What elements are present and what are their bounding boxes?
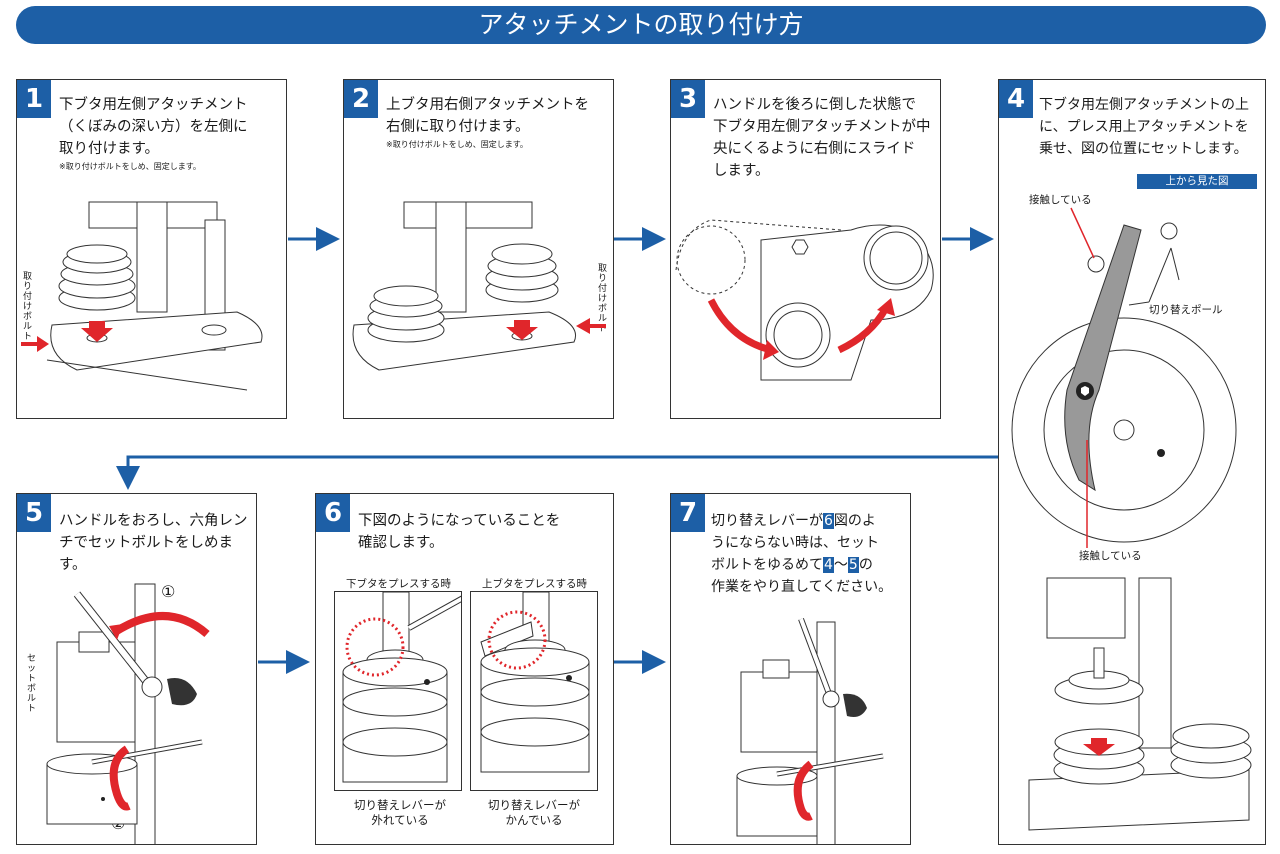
ref-step-5: 5: [847, 557, 859, 573]
step-4-illustration: [1011, 207, 1252, 831]
step-3-panel: 3 ハンドルを後ろに倒した状態で 下ブタ用左側アタッチメントが中 央にくるように…: [670, 79, 941, 419]
step-4-panel: 4 下ブタ用左側アタッチメントの上 に、プレス用上アタッチメントを 乗せ、図の位…: [998, 79, 1266, 845]
step-7-panel: 7 切り替えレバーが6図のよ うにならない時は、セット ボルトをゆるめて4〜5の…: [670, 493, 911, 845]
left-status: 切り替えレバーが 外れている: [354, 798, 446, 827]
step-7-illustration: [736, 617, 884, 844]
contact-label-bottom: 接触している: [1079, 550, 1142, 562]
step-1-panel: 1 下ブタ用左側アタッチメント （くぼみの深い方）を左側に 取り付けます。 ※取…: [16, 79, 287, 419]
left-detail-illustration: [342, 592, 461, 783]
step-1-illustration: [21, 201, 263, 391]
step-2-illustration: [352, 201, 606, 371]
step-number: 3: [671, 80, 705, 118]
step-text: 切り替えレバーが6図のよ うにならない時は、セット ボルトをゆるめて4〜5の 作…: [711, 510, 907, 598]
right-detail-illustration: [480, 592, 590, 773]
arrow-4-5: [116, 455, 998, 490]
text-line3-pre: ボルトをゆるめて: [711, 557, 823, 573]
step-3-illustration: [675, 219, 934, 381]
step-text: 下ブタ用左側アタッチメント （くぼみの深い方）を左側に 取り付けます。: [59, 97, 248, 157]
switch-pole-label: 切り替えポール: [1149, 304, 1223, 316]
step-5-illustration: [46, 583, 210, 844]
step-number: 1: [17, 80, 51, 118]
text-line1-post: 図のよ: [833, 513, 876, 529]
step-number: 5: [17, 494, 51, 532]
step-number: 6: [316, 494, 350, 532]
step-text: 下ブタ用左側アタッチメントの上 に、プレス用上アタッチメントを 乗せ、図の位置に…: [1039, 97, 1249, 157]
step-2-panel: 2 上ブタ用右側アタッチメントを 右側に取り付けます。 ※取り付けボルトをしめ、…: [343, 79, 614, 419]
text-line1-pre: 切り替えレバーが: [711, 513, 823, 529]
bolt-label: 取り付けボルト: [23, 272, 33, 342]
step-5-panel: 5 ハンドルをおろし、六角レン チでセットボルトをしめま す。 セットボルト ①…: [16, 493, 257, 845]
set-bolt-label: セットボルト: [27, 654, 37, 714]
contact-label-top: 接触している: [1029, 194, 1092, 206]
page-title: アタッチメントの取り付け方: [16, 6, 1266, 44]
ref-step-4: 4: [823, 557, 834, 573]
text-line2: うにならない時は、セット: [711, 535, 879, 551]
left-caption: 下ブタをプレスする時: [346, 578, 451, 590]
step-text: ハンドルをおろし、六角レン チでセットボルトをしめま す。: [59, 513, 248, 573]
step-number: 4: [999, 80, 1033, 118]
step-number: 2: [344, 80, 378, 118]
right-detail-view: [470, 591, 598, 791]
top-view-badge: 上から見た図: [1137, 174, 1257, 189]
step-note: ※取り付けボルトをしめ、固定します。: [59, 162, 201, 171]
step-text: 下図のようになっていることを 確認します。: [358, 513, 561, 551]
step-marker-1: ①: [161, 582, 176, 601]
right-status: 切り替えレバーが かんでいる: [488, 798, 580, 827]
right-caption: 上ブタをプレスする時: [482, 578, 587, 590]
ref-step-6: 6: [823, 513, 834, 529]
step-note: ※取り付けボルトをしめ、固定します。: [386, 140, 528, 149]
step-6-panel: 6 下図のようになっていることを 確認します。 下ブタをプレスする時 上ブタをプ…: [315, 493, 614, 845]
text-line3-post: の: [858, 557, 873, 573]
bolt-label: 取り付けボルト: [598, 264, 608, 334]
left-detail-view: [334, 591, 462, 791]
step-text: ハンドルを後ろに倒した状態で 下ブタ用左側アタッチメントが中 央にくるように右側…: [713, 97, 931, 179]
step-text: 上ブタ用右側アタッチメントを 右側に取り付けます。: [386, 97, 589, 135]
text-line4: 作業をやり直してください。: [711, 579, 893, 595]
step-number: 7: [671, 494, 705, 532]
tilde: 〜: [833, 557, 848, 573]
